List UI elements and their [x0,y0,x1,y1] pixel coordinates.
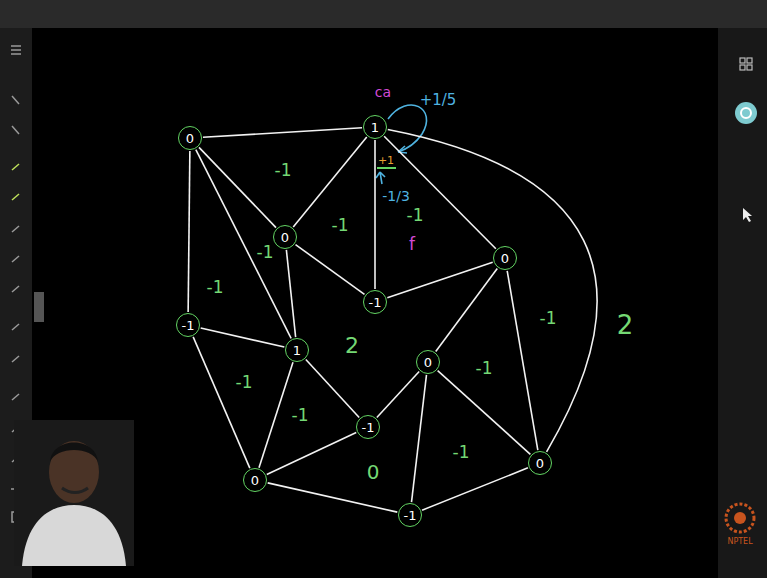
vertex-circle: 0 [178,126,202,150]
vertex-charge: -1 [182,319,195,332]
charge-label: +1 [378,155,394,166]
graph-edge [259,362,293,467]
charge-label: 2 [617,312,634,338]
charge-label: 2 [345,335,359,357]
graph-edge [306,360,359,418]
vertex-circle: 0 [416,350,440,374]
vertex-charge: -1 [369,296,382,309]
charge-label: -1 [540,310,557,327]
panel-icons [740,58,752,70]
graph-edge [201,328,285,347]
scroll-thumb [34,292,44,322]
graph-edge [193,337,250,468]
charge-label: -1 [207,279,224,296]
graph-edge [374,140,376,289]
graph-edge [268,483,398,512]
record-icon [735,102,757,124]
presenter-video [14,420,134,566]
charge-label: ca [375,85,391,99]
vertex-circle: -1 [398,503,422,527]
vertex-charge: 0 [536,457,544,470]
charge-label: -1 [453,444,470,461]
charge-label: -1 [407,207,424,224]
vertex-charge: 0 [281,231,289,244]
vertex-circle: 0 [493,246,517,270]
vertex-charge: -1 [404,509,417,522]
vertex-circle: -1 [363,290,387,314]
charge-label: -1 [332,217,349,234]
vertex-charge: 0 [501,252,509,265]
graph-edge [387,262,492,298]
nptel-logo [726,504,754,532]
charge-label: -1 [275,162,292,179]
graph-edge [422,468,528,510]
vertex-charge: -1 [362,421,375,434]
graph-edge [203,128,362,137]
vertex-circle: -1 [176,313,200,337]
vertex-circle: -1 [356,415,380,439]
graph-edge [267,433,356,475]
graph-edge [199,147,276,227]
graph-edge [293,137,367,227]
charge-label: +1/5 [420,93,457,108]
vertex-circle: 0 [528,451,552,475]
vertex-circle: 0 [243,468,267,492]
graph-edge [507,271,538,450]
graph-edge [412,375,427,502]
record-icon [741,108,751,118]
vertex-circle: 0 [273,225,297,249]
vertex-circle: 1 [363,115,387,139]
graph-edge [438,371,531,455]
charge-label: -1 [292,407,309,424]
side-panel [718,28,767,578]
graph-edge [388,129,597,451]
charge-label: f [409,236,415,253]
logo-text: NPTEL [727,538,752,546]
vertex-circle: 1 [285,338,309,362]
charge-label: -1 [257,244,274,261]
vertex-charge: 1 [371,121,379,134]
graph-edge [286,250,295,337]
graph-edge [377,372,419,418]
graph-edge [188,151,190,312]
charge-label: -1 [236,374,253,391]
mouse-cursor [743,208,752,222]
underline-mark [377,167,396,169]
graph-edge [436,268,498,351]
vertex-charge: 0 [251,474,259,487]
graph-edge [296,245,365,295]
charge-label: -1/3 [382,189,410,203]
vertex-charge: 1 [293,344,301,357]
charge-label: -1 [476,360,493,377]
vertex-charge: 0 [186,132,194,145]
charge-label: 0 [367,462,380,482]
title-bar [0,0,767,28]
vertex-charge: 0 [424,356,432,369]
